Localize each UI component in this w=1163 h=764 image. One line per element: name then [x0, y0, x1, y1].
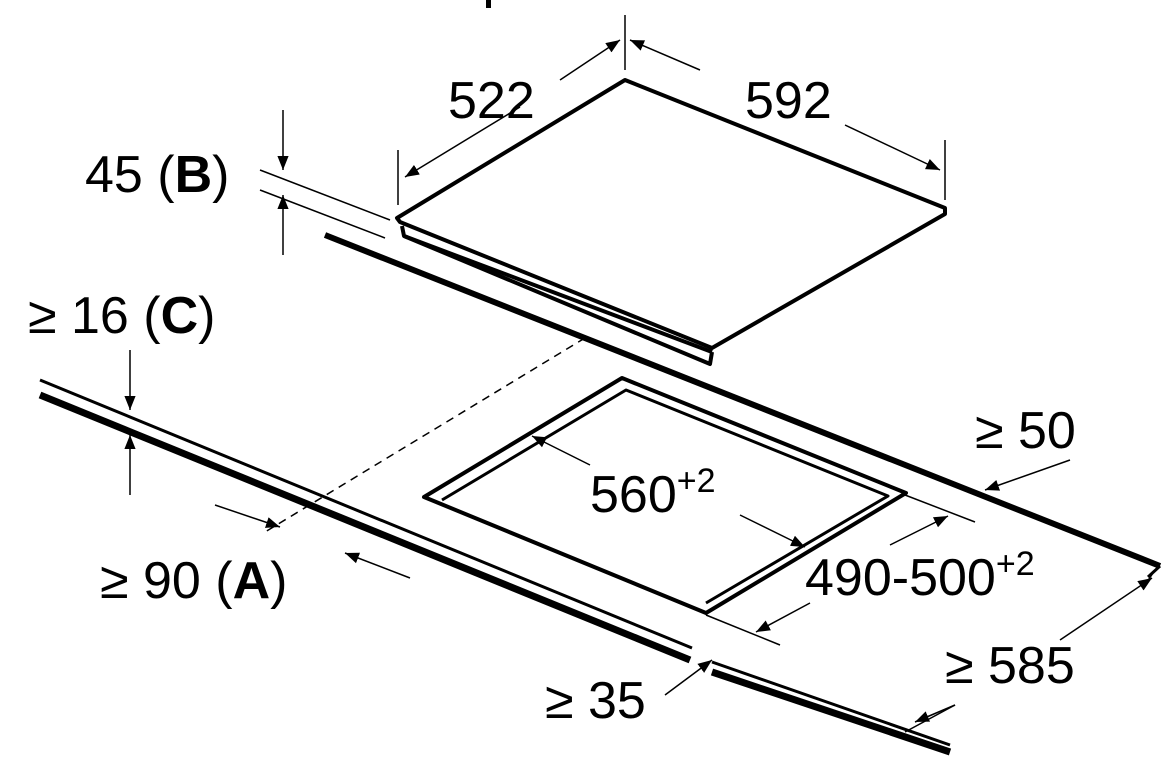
worktop-depth-label: ≥ 585: [945, 637, 1075, 695]
dashed-projection-line: [264, 337, 586, 533]
cutout-width-label: 560+2: [590, 462, 716, 524]
dimension-lines: [124, 15, 1156, 733]
side-gap-label: ≥ 35: [545, 672, 646, 730]
cropped-glyph: [486, 0, 491, 8]
worktop: [38, 232, 1162, 756]
hob-width-label: 592: [745, 72, 832, 130]
front-clearance-label: ≥ 90 (A): [100, 552, 287, 610]
hob-height-label: 45 (B): [85, 146, 230, 204]
hob-depth-label: 522: [448, 72, 535, 130]
rear-clearance-label: ≥ 50: [975, 402, 1076, 460]
worktop-thickness-label: ≥ 16 (C): [28, 287, 215, 345]
hob: [395, 78, 947, 366]
cutout-depth-label: 490-500+2: [805, 545, 1035, 607]
